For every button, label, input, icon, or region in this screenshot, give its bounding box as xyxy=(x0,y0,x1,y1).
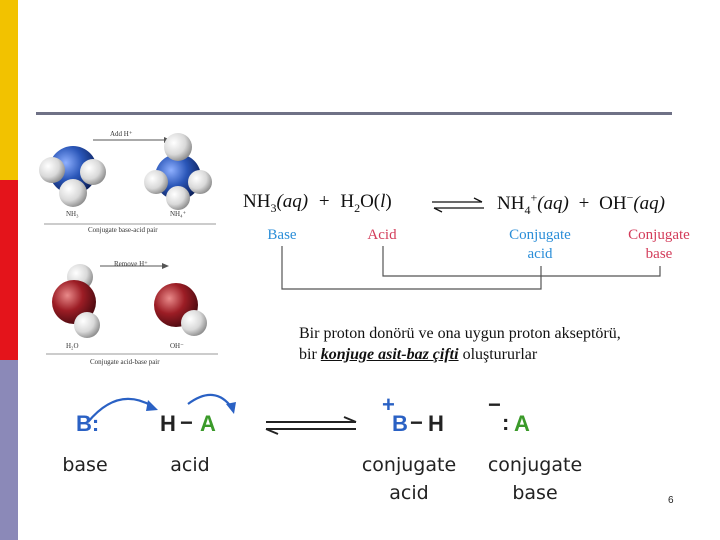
acid-base-pair-label: Conjugate acid-base pair xyxy=(90,358,160,366)
title-divider xyxy=(36,112,672,115)
electron-arrows xyxy=(87,393,357,435)
bond-dash: − xyxy=(180,410,193,435)
nh3-label: NH₃ xyxy=(66,210,79,218)
oh-formula: OH−(aq) xyxy=(599,191,665,215)
plus-sign-2: + xyxy=(578,193,590,215)
decorative-stripe-red xyxy=(0,180,18,360)
ammonia-molecules-illustration xyxy=(39,133,216,225)
description-text: Bir proton donörü ve ona uygun proton ak… xyxy=(299,323,714,365)
decorative-stripe-purple xyxy=(0,360,18,540)
base-acid-pair-label: Conjugate base-acid pair xyxy=(88,226,158,234)
product-h: H xyxy=(428,411,444,436)
chemical-equation: NH3(aq) + H2O(l) xyxy=(243,191,392,216)
oh-label: OH⁻ xyxy=(170,342,184,350)
description-line-1: Bir proton donörü ve ona uygun proton ak… xyxy=(299,325,621,342)
product-colon: : xyxy=(502,410,510,435)
acid-a: A xyxy=(200,411,216,436)
ammonia-figure: Add H⁺ NH₃ NH₄⁺ Conjugate base-acid pair xyxy=(38,120,220,238)
pair-brackets xyxy=(281,246,661,290)
add-proton-label: Add H⁺ xyxy=(110,130,133,138)
base-label: Base xyxy=(267,227,297,243)
h2o-formula: H2O(l) xyxy=(340,191,392,215)
products-equation: NH4+(aq) + OH−(aq) xyxy=(497,191,665,218)
h2o-label: H₂O xyxy=(66,342,79,350)
product-b: B xyxy=(392,411,408,436)
plus-sign: + xyxy=(318,191,330,212)
water-figure: Remove H⁺ H₂O OH⁻ Conjugate acid-base pa… xyxy=(42,256,222,374)
nh4-label: NH₄⁺ xyxy=(170,210,187,218)
acid-h: H xyxy=(160,411,176,436)
equilibrium-arrows xyxy=(432,197,484,213)
product-plus-sign: + xyxy=(382,392,395,417)
description-line-2: bir konjuge asit-baz çifti oluştururlar xyxy=(299,346,538,363)
nh4-formula: NH4+(aq) xyxy=(497,191,569,218)
nh3-formula: NH3(aq) xyxy=(243,191,309,215)
product-a: A xyxy=(514,411,530,436)
product-dash: − xyxy=(410,410,423,435)
remove-proton-label: Remove H⁺ xyxy=(114,260,148,268)
water-molecules-illustration xyxy=(46,263,218,355)
product-minus-sign: − xyxy=(488,392,501,417)
scheme-base-label: base xyxy=(62,454,108,476)
page-number: 6 xyxy=(668,495,674,506)
scheme-acid-label: acid xyxy=(170,454,210,476)
base-b: B: xyxy=(76,411,100,436)
acid-label: Acid xyxy=(367,227,397,243)
decorative-stripe-yellow xyxy=(0,0,18,180)
